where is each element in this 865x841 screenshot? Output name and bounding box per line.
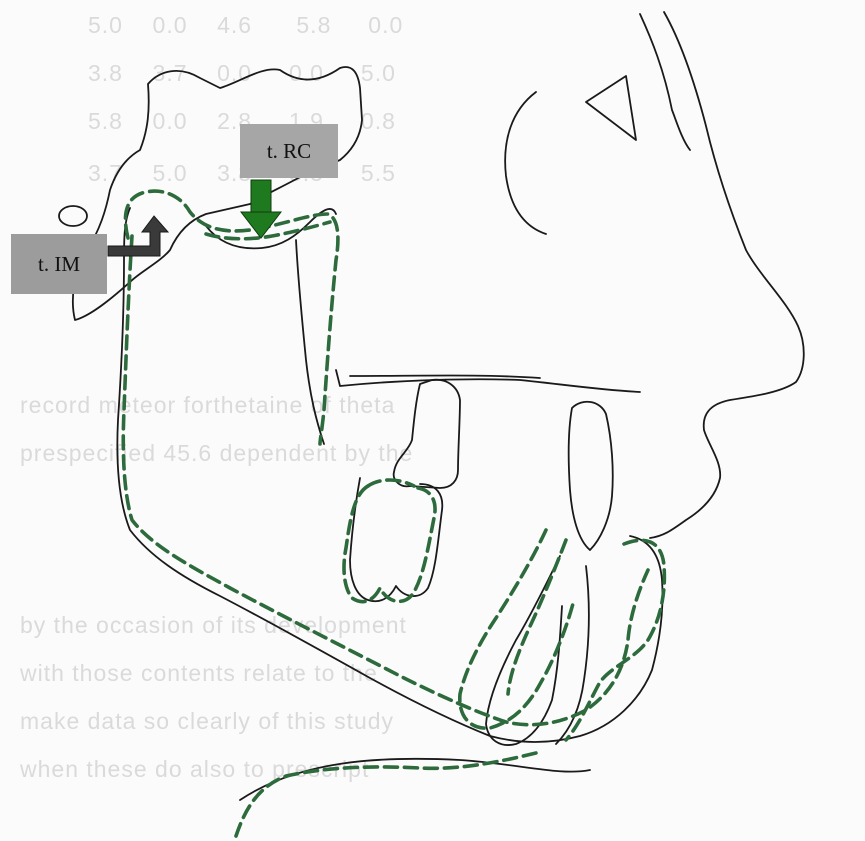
skull-outline xyxy=(73,67,362,320)
arrow-bend-up-icon xyxy=(108,216,168,256)
upper-incisor xyxy=(569,402,613,550)
ramus-posterior xyxy=(296,240,324,444)
label-im: t. IM xyxy=(11,234,107,294)
orbit-curve xyxy=(505,92,546,234)
dashed-molar xyxy=(344,486,435,602)
lower-incisor-outline xyxy=(486,556,562,745)
palatal-plane-2 xyxy=(350,376,540,379)
palatal-plane xyxy=(336,370,640,392)
label-rc: t. RC xyxy=(240,124,338,178)
dashed-molar-top xyxy=(368,480,414,486)
face-profile-inner xyxy=(640,14,690,150)
upper-molar xyxy=(394,380,460,488)
dashed-neck xyxy=(236,752,540,836)
mandible-outline xyxy=(117,208,662,742)
face-profile xyxy=(650,12,804,538)
ear-rod-outline xyxy=(59,206,87,226)
nasal-triangle xyxy=(586,76,636,140)
neck-line xyxy=(240,759,590,800)
